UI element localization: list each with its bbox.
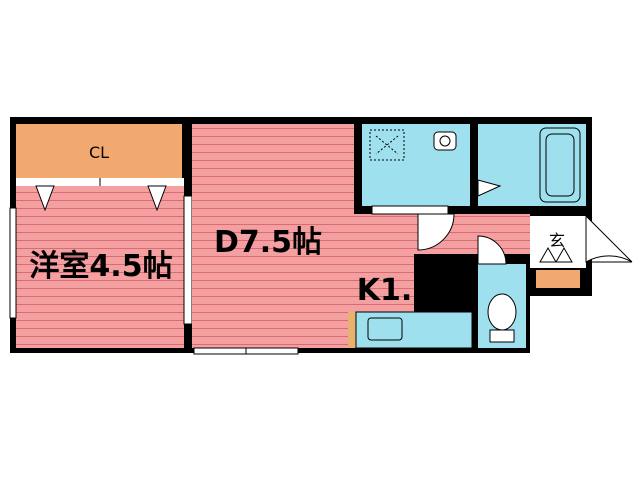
washer-pan [369, 129, 405, 161]
closet-door-right [147, 185, 167, 212]
label-western-room: 洋室4.5帖 [29, 249, 172, 284]
kitchen-counter-edge [348, 312, 356, 348]
label-kitchen: K1.5帖 [357, 273, 463, 308]
label-dining: D7.5帖 [214, 225, 322, 260]
western-room-window [9, 207, 17, 319]
label-closet: CL [89, 143, 109, 162]
dining-floor-lower [354, 214, 414, 312]
kitchen-sink [367, 317, 403, 341]
label-entrance: 玄 [549, 231, 565, 250]
bath-door [477, 179, 502, 197]
hall-door [417, 213, 455, 251]
washroom-window [371, 205, 449, 215]
entrance-door [585, 214, 633, 263]
toilet-door [477, 235, 507, 265]
closet-area [16, 124, 182, 178]
western-room-floor [16, 186, 184, 348]
bathtub [539, 127, 581, 203]
closet-door-left [35, 185, 55, 212]
shoe-storage [536, 270, 580, 288]
toilet-bowl [487, 293, 517, 331]
dining-floor [192, 124, 354, 348]
sliding-door [183, 195, 193, 325]
wash-basin [433, 131, 457, 151]
